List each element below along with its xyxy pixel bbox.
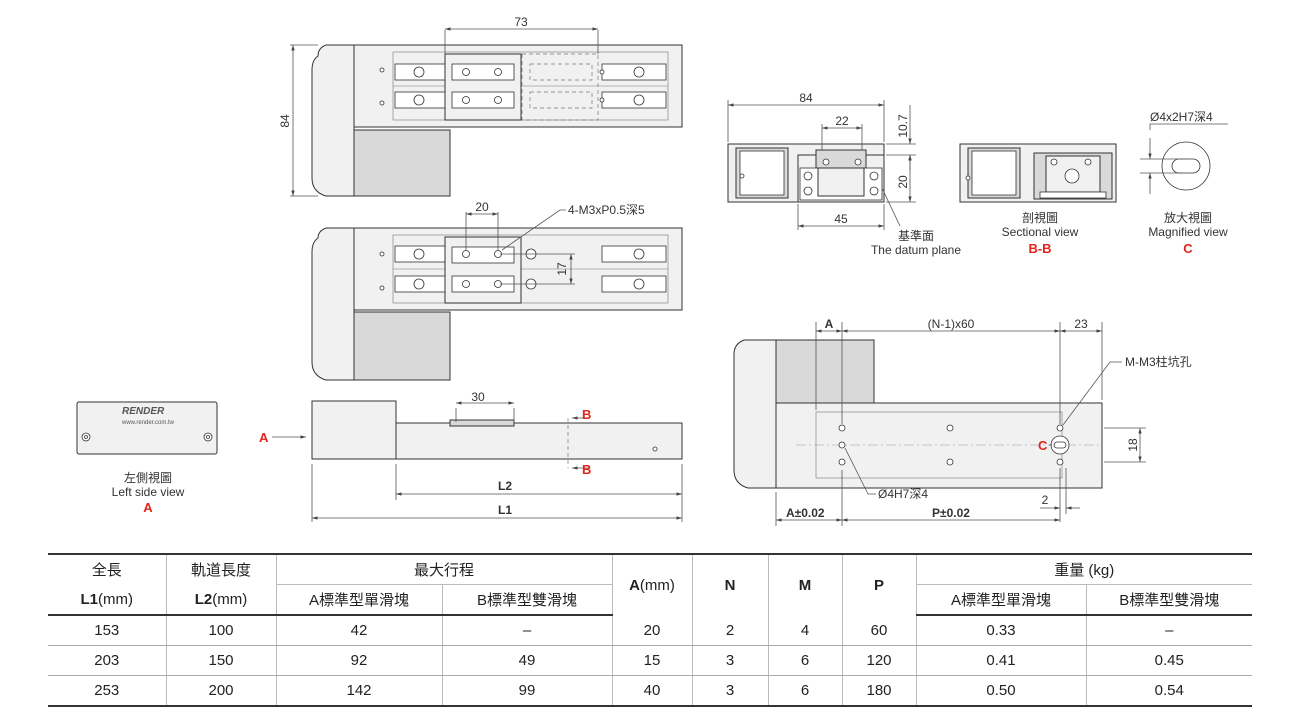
mag-en: Magnified view	[1148, 225, 1228, 239]
header-l1-sym: L1(mm)	[48, 584, 167, 616]
bot-a-tol: A±0.02	[786, 506, 825, 520]
table-cell: 6	[768, 675, 843, 707]
header-stroke-a: A標準型單滑塊	[276, 584, 443, 616]
table-cell: 3	[692, 675, 769, 707]
brand-url: www.render.com.tw	[121, 420, 175, 426]
end-dim-22: 22	[835, 114, 849, 128]
table-cell: 40	[612, 675, 693, 707]
mag-id: C	[1183, 241, 1193, 256]
section-en: Sectional view	[1002, 225, 1079, 239]
top-view: 73 84	[278, 15, 683, 197]
view-arrow-a: A	[259, 430, 269, 445]
bot-dim-18: 18	[1126, 438, 1140, 452]
table-cell: 142	[276, 675, 443, 707]
left-view-en: Left side view	[112, 485, 185, 499]
note-m3: 4-M3xP0.5深5	[568, 203, 645, 217]
left-view-cn: 左側視圖	[124, 470, 172, 485]
table-cell: 4	[768, 615, 843, 646]
mag-cn: 放大視圖	[1164, 210, 1212, 225]
header-l1-cn: 全長	[48, 553, 167, 585]
section-b-top: B	[582, 407, 591, 422]
table-header-row-1: 全長 軌道長度 最大行程 A(mm) N M P 重量 (kg)	[48, 553, 1252, 615]
bot-p-tol: P±0.02	[932, 506, 970, 520]
bot-c-label: C	[1038, 438, 1048, 453]
table-cell: 49	[442, 645, 613, 676]
table-cell: 92	[276, 645, 443, 676]
dim-30: 30	[471, 390, 485, 404]
table-cell: 6	[768, 645, 843, 676]
mid-view: 20 4-M3xP0.5深5 17	[311, 200, 683, 381]
dim-17: 17	[555, 262, 569, 276]
table-cell: 0.33	[916, 615, 1087, 646]
bot-hole-note: Ø4H7深4	[878, 487, 928, 501]
table-cell: 150	[166, 645, 277, 676]
bot-dim-2: 2	[1042, 493, 1049, 507]
table-cell: 100	[166, 615, 277, 646]
table-cell: –	[442, 615, 613, 646]
end-dim-45: 45	[834, 212, 848, 226]
table-cell: 60	[842, 615, 917, 646]
section-view: 剖視圖 Sectional view B-B	[959, 143, 1117, 256]
table-cell: 0.41	[916, 645, 1087, 676]
header-stroke-b: B標準型雙滑塊	[442, 584, 613, 616]
table-cell: 203	[48, 645, 167, 676]
table-cell: 0.50	[916, 675, 1087, 707]
header-weight-a: A標準型單滑塊	[916, 584, 1087, 616]
magnified-view: Ø4x2H7深4 放大視圖 Magnified view C	[1140, 110, 1228, 256]
table-cell: 42	[276, 615, 443, 646]
dim-20: 20	[475, 200, 489, 214]
section-id: B-B	[1028, 241, 1051, 256]
technical-drawing: 73 84 20 4-M3xP0.5深5 17	[76, 15, 1228, 526]
spec-table: 全長 軌道長度 最大行程 A(mm) N M P 重量 (kg) L1(mm) …	[48, 553, 1252, 707]
header-p: P	[842, 553, 917, 615]
table-cell: 200	[166, 675, 277, 707]
end-view: 84 22 10.7 20 45 基準面 The datum plane	[727, 91, 961, 257]
table-cell: 15	[612, 645, 693, 676]
header-weight-b: B標準型雙滑塊	[1086, 584, 1252, 616]
header-l2-cn: 軌道長度	[166, 553, 277, 585]
header-m: M	[768, 553, 843, 615]
dim-l1: L1	[498, 503, 512, 517]
table-cell: 2	[692, 615, 769, 646]
table-cell: 0.54	[1086, 675, 1252, 707]
bottom-view: A (N-1)x60 23 M-M3柱坑孔 18 C Ø4H7深4 2 A±0.…	[733, 317, 1192, 526]
table-cell: 20	[612, 615, 693, 646]
front-view: 30 B B A L2 L1	[259, 390, 683, 522]
table-cell: 99	[442, 675, 613, 707]
dim-l2: L2	[498, 479, 512, 493]
header-stroke: 最大行程	[276, 553, 613, 585]
datum-en: The datum plane	[871, 243, 961, 257]
table-cell: 153	[48, 615, 167, 646]
bot-dim-23: 23	[1074, 317, 1088, 331]
dim-73: 73	[514, 15, 528, 29]
table-cell: 180	[842, 675, 917, 707]
section-cn: 剖視圖	[1022, 210, 1058, 225]
table-header-row-2: L1(mm) L2(mm) A標準型單滑塊 B標準型雙滑塊 A標準型單滑塊 B標…	[48, 584, 1252, 616]
bot-dim-a: A	[825, 317, 834, 331]
mag-hole-note: Ø4x2H7深4	[1150, 110, 1213, 124]
datum-cn: 基準面	[898, 228, 934, 243]
header-weight: 重量 (kg)	[916, 553, 1252, 585]
header-a: A(mm)	[612, 553, 693, 615]
table-cell: 120	[842, 645, 917, 676]
left-side-view: RENDER www.render.com.tw 左側視圖 Left side …	[76, 401, 218, 515]
table-cell: 3	[692, 645, 769, 676]
bot-m-note: M-M3柱坑孔	[1125, 354, 1192, 369]
end-dim-84: 84	[799, 91, 813, 105]
left-view-id: A	[143, 500, 153, 515]
header-n: N	[692, 553, 769, 615]
table-cell: 0.45	[1086, 645, 1252, 676]
end-dim-10-7: 10.7	[896, 114, 910, 138]
dim-84: 84	[278, 114, 292, 128]
section-b-bottom: B	[582, 462, 591, 477]
table-cell: 253	[48, 675, 167, 707]
bot-dim-n1: (N-1)x60	[928, 317, 975, 331]
end-dim-20: 20	[896, 175, 910, 189]
header-l2-sym: L2(mm)	[166, 584, 277, 616]
table-cell: –	[1086, 615, 1252, 646]
brand-logo: RENDER	[122, 406, 165, 417]
